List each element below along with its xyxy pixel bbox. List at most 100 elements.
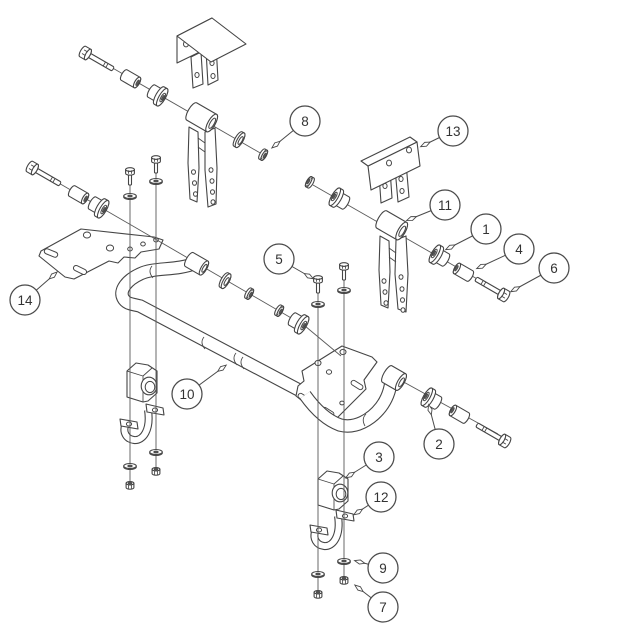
callout-number-6: 6 bbox=[550, 261, 558, 276]
callout-circle-6 bbox=[538, 252, 570, 284]
tube-break-mark bbox=[201, 336, 206, 350]
callout-number-5: 5 bbox=[275, 252, 283, 267]
callout-4: 4 bbox=[478, 233, 535, 268]
left-bushing-saddle bbox=[126, 362, 158, 403]
callout-circle-7 bbox=[367, 591, 399, 623]
flanged-bushing bbox=[84, 192, 112, 221]
clamp-bolt bbox=[151, 155, 161, 174]
callout-circle-5 bbox=[263, 243, 295, 275]
callout-11: 11 bbox=[408, 189, 461, 221]
callout-13: 13 bbox=[422, 115, 469, 147]
hex-nut bbox=[242, 286, 256, 301]
callout-5: 5 bbox=[263, 243, 312, 278]
clamp-nut bbox=[339, 576, 349, 585]
callout-9: 9 bbox=[356, 552, 399, 584]
axis-mid-left-kink bbox=[304, 325, 342, 357]
flat-washer bbox=[216, 270, 234, 291]
callout-circle-12 bbox=[365, 481, 397, 513]
hex-bolt bbox=[473, 419, 513, 450]
callout-number-8: 8 bbox=[301, 114, 309, 129]
callout-number-1: 1 bbox=[482, 222, 490, 237]
callout-circle-9 bbox=[367, 552, 399, 584]
callout-circle-2 bbox=[423, 428, 455, 460]
hex-bolt bbox=[77, 44, 117, 75]
clamp-nut bbox=[125, 481, 135, 490]
callout-number-7: 7 bbox=[379, 600, 387, 615]
spacer bbox=[451, 261, 476, 283]
callout-circle-8 bbox=[289, 105, 321, 137]
right-mounting-plate bbox=[295, 345, 378, 425]
tube-break-mark bbox=[362, 413, 367, 427]
callout-12: 12 bbox=[355, 481, 397, 514]
right-lower-stack bbox=[426, 242, 512, 304]
callout-7: 7 bbox=[356, 586, 399, 623]
callout-number-13: 13 bbox=[445, 124, 460, 139]
callout-number-3: 3 bbox=[375, 450, 383, 465]
callout-3: 3 bbox=[347, 441, 395, 477]
hex-bolt bbox=[472, 273, 512, 304]
callout-circle-13 bbox=[437, 115, 469, 147]
callout-number-14: 14 bbox=[17, 293, 33, 308]
flanged-bushing bbox=[326, 185, 354, 214]
clamp-washer bbox=[311, 300, 325, 309]
clamp-washer bbox=[149, 448, 163, 457]
callout-number-4: 4 bbox=[515, 242, 523, 257]
callout-number-11: 11 bbox=[438, 198, 452, 213]
callout-number-10: 10 bbox=[179, 387, 194, 402]
callout-number-9: 9 bbox=[379, 561, 387, 576]
right-angle-bracket bbox=[360, 136, 421, 204]
callout-circle-14 bbox=[9, 284, 41, 316]
crossbar-right-bend bbox=[299, 380, 398, 433]
left-clevis-hanger bbox=[183, 100, 221, 208]
spacer bbox=[66, 184, 91, 206]
clamp-nut bbox=[313, 590, 323, 599]
right-bushing-saddle bbox=[317, 470, 349, 511]
callout-circle-10 bbox=[171, 378, 203, 410]
spacer bbox=[118, 68, 143, 90]
spacer bbox=[447, 403, 472, 425]
callout-circle-1 bbox=[470, 213, 502, 245]
hex-nut bbox=[256, 147, 270, 162]
hex-nut bbox=[303, 175, 317, 190]
clamp-bolt bbox=[313, 275, 323, 294]
callout-circle-11 bbox=[429, 189, 461, 221]
tube-break-mark bbox=[149, 265, 154, 279]
callout-number-2: 2 bbox=[435, 437, 443, 452]
flanged-bushing bbox=[426, 242, 454, 271]
flanged-bushing bbox=[284, 308, 312, 337]
clamp-washer bbox=[337, 557, 351, 566]
callout-2: 2 bbox=[423, 406, 455, 460]
callout-number-12: 12 bbox=[373, 490, 388, 505]
callout-14: 14 bbox=[9, 273, 56, 316]
callout-circle-3 bbox=[363, 441, 395, 473]
flanged-bushing bbox=[143, 80, 171, 109]
clamp-bolt bbox=[339, 262, 349, 281]
callout-1: 1 bbox=[447, 213, 502, 249]
left-saddle-strap bbox=[119, 403, 165, 444]
clamp-washer bbox=[337, 286, 351, 295]
assembly-axis-lines bbox=[37, 54, 501, 592]
hex-nut bbox=[272, 303, 286, 318]
right-saddle-strap bbox=[309, 509, 355, 550]
tube-break-mark bbox=[233, 352, 245, 370]
clamp-nut bbox=[151, 467, 161, 476]
axis-upper-left bbox=[89, 54, 263, 155]
hex-bolt bbox=[24, 159, 64, 190]
callout-10: 10 bbox=[171, 366, 225, 410]
flanged-bushing bbox=[418, 385, 446, 414]
clamp-washer bbox=[123, 462, 137, 471]
clamp-bolt bbox=[125, 167, 135, 186]
clamp-washer bbox=[123, 192, 137, 201]
left-angle-bracket bbox=[176, 17, 247, 89]
clamp-washer bbox=[149, 177, 163, 186]
callout-8: 8 bbox=[273, 105, 321, 147]
callout-6: 6 bbox=[512, 252, 570, 291]
callout-circle-4 bbox=[503, 233, 535, 265]
flat-washer bbox=[230, 129, 248, 150]
clamp-washer bbox=[311, 570, 325, 579]
right-clevis-hanger bbox=[373, 208, 411, 313]
crossbar-tube bbox=[115, 256, 318, 404]
